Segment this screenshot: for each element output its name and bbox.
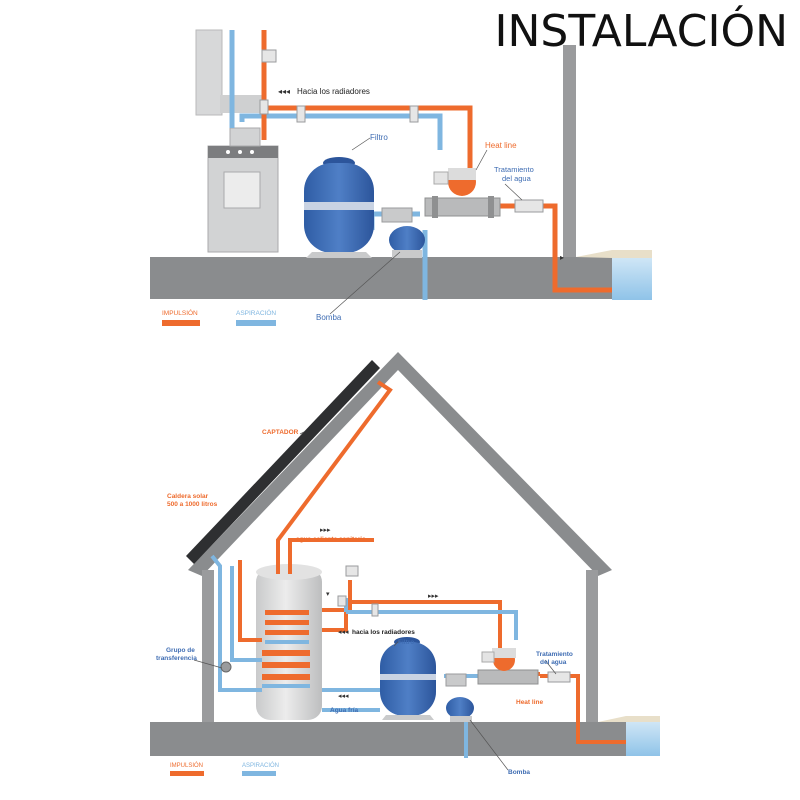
bottom-pump (445, 673, 474, 722)
label-heat-line: Heat line (516, 699, 543, 706)
top-legend-impulsion: IMPULSIÓN (162, 308, 198, 317)
bottom-diagram: ▸▸▸ ▸▸▸ ◂◂◂ ◂◂◂ ▾ CAPTADOR Caldera solar… (150, 352, 660, 776)
top-label-del-agua: del agua (502, 174, 532, 183)
top-water-treatment (514, 199, 544, 213)
top-legend: IMPULSIÓN ASPIRACIÓN (162, 308, 276, 326)
top-filter (304, 157, 374, 258)
top-chimney-elbow (220, 95, 262, 113)
page-title: INSTALACIÓN (494, 6, 788, 57)
top-leader-lines (329, 137, 523, 315)
top-legend-impulsion-swatch (162, 320, 200, 326)
bottom-water-treatment (547, 671, 571, 683)
label-grupo: Grupo de (166, 647, 195, 654)
svg-text:◂◂◂: ◂◂◂ (278, 87, 290, 96)
transfer-group-valve (220, 661, 232, 673)
bottom-pool-water (626, 722, 660, 756)
top-boiler (207, 127, 279, 253)
house-left-wall (202, 570, 214, 722)
bottom-pool-deck (598, 716, 660, 722)
solar-tank (256, 564, 322, 720)
label-agua-fria: Agua fría (330, 707, 359, 714)
top-valves (259, 49, 419, 123)
top-wall (563, 45, 576, 257)
svg-text:▸: ▸ (560, 253, 564, 262)
house-outline (188, 352, 612, 576)
top-return-pipes (261, 30, 612, 293)
bottom-leader-lines (193, 431, 557, 771)
bottom-filter (380, 637, 436, 720)
top-legend-aspiracion: ASPIRACIÓN (236, 308, 276, 317)
top-legend-aspiracion-swatch (236, 320, 276, 326)
bottom-legend-aspiracion: ASPIRACIÓN (242, 762, 279, 769)
top-chimney (195, 29, 223, 116)
label-tratamiento: Tratamiento (536, 651, 573, 658)
label-caldera: Caldera solar (167, 493, 209, 500)
top-label-tratamiento: Tratamiento (494, 165, 534, 174)
top-label-bomba: Bomba (316, 313, 342, 322)
svg-text:◂◂◂: ◂◂◂ (338, 693, 349, 700)
top-label-filtro: Filtro (370, 133, 388, 142)
bottom-legend-impulsion-swatch (170, 771, 204, 776)
bottom-arrows: ▸▸▸ ▸▸▸ ◂◂◂ ◂◂◂ ▾ (320, 527, 439, 700)
solar-collector (186, 360, 380, 564)
label-bomba: Bomba (508, 769, 530, 776)
top-diagram: ◂◂◂ ▸ Hacia los radiadores Filtro Heat l… (150, 29, 652, 326)
svg-text:▸▸▸: ▸▸▸ (428, 593, 439, 600)
label-hacia-radiadores: hacia los radiadores (352, 629, 415, 636)
top-pool-water (612, 258, 652, 300)
label-agua-caliente: agua caliente sanitaria (296, 536, 366, 543)
label-filtro: Filtro (398, 639, 414, 646)
svg-text:▸▸▸: ▸▸▸ (320, 527, 331, 534)
bottom-legend-aspiracion-swatch (242, 771, 276, 776)
top-label-heat-line: Heat line (485, 141, 517, 150)
label-transferencia: transferencia (156, 655, 197, 662)
bottom-heat-line-unit (477, 648, 539, 685)
bottom-legend-impulsion: IMPULSIÓN (170, 762, 203, 769)
bottom-valves (337, 565, 379, 617)
top-heat-line-unit (424, 168, 501, 218)
label-del-agua: del agua (540, 659, 567, 666)
top-pump (381, 207, 425, 258)
label-captador: CAPTADOR (262, 429, 299, 436)
svg-text:▾: ▾ (326, 591, 330, 598)
top-label-radiadores: Hacia los radiadores (297, 87, 370, 96)
svg-text:◂◂◂: ◂◂◂ (338, 629, 349, 636)
house-right-wall (586, 570, 598, 722)
top-pool-deck (576, 250, 652, 258)
bottom-legend: IMPULSIÓN ASPIRACIÓN (170, 762, 279, 776)
top-ground-slab (150, 257, 612, 299)
bottom-ground-slab (150, 722, 628, 756)
label-caldera-capacity: 500 a 1000 litros (167, 501, 218, 508)
top-arrows: ◂◂◂ ▸ (278, 87, 564, 262)
